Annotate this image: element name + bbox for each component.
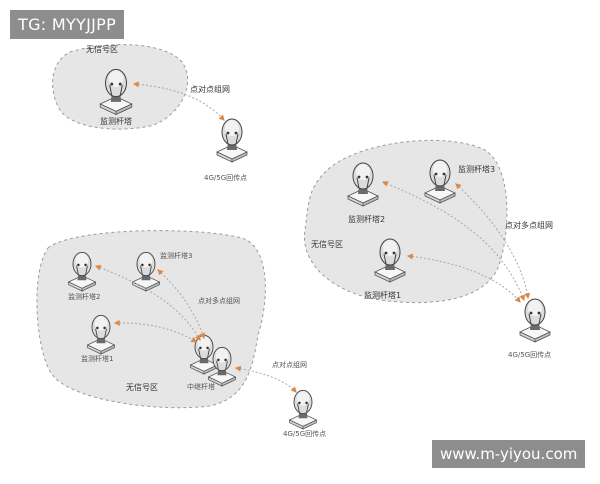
region-label: 无信号区: [86, 44, 118, 54]
region-label: 无信号区: [311, 239, 343, 249]
station-label: 4G/5G回传点: [508, 350, 551, 359]
p2p-link: [132, 81, 225, 121]
multipoint-link: [406, 253, 521, 303]
backhaul-station-icon: [216, 118, 248, 163]
region-label: 无信号区: [126, 382, 158, 392]
multipoint-link: [157, 269, 206, 340]
link-label: 点对点组网: [190, 84, 230, 94]
multipoint-link: [455, 183, 531, 300]
link-label: 点对多点组网: [505, 220, 553, 230]
multipoint-link-label: 点对多点组网: [198, 296, 240, 305]
tower-2-label: 监测杆塔2: [348, 214, 385, 224]
station-label: 4G/5G回传点: [283, 429, 326, 438]
backhaul-station-icon: [289, 389, 317, 430]
tower-2-label: 监测杆塔2: [68, 292, 100, 301]
backhaul-station-icon: [519, 298, 551, 343]
tower-label: 监测杆塔: [100, 116, 132, 126]
station-label: 4G/5G回传点: [204, 173, 247, 182]
watermark-top-left: TG: MYYJJPP: [10, 10, 125, 39]
p2p-link-label: 点对点组网: [272, 360, 307, 369]
tower-3-label: 监测杆塔3: [160, 251, 192, 260]
multipoint-link: [113, 319, 197, 343]
p2p-link: [234, 365, 297, 393]
tower-1-label: 监测杆塔1: [364, 290, 401, 300]
tower-1-label: 监测杆塔1: [81, 354, 113, 363]
watermark-bottom-right: www.m-yiyou.com: [432, 440, 586, 468]
relay-label: 中继杆塔: [187, 382, 215, 391]
multipoint-link: [381, 181, 525, 302]
tower-3-label: 监测杆塔3: [458, 164, 495, 174]
